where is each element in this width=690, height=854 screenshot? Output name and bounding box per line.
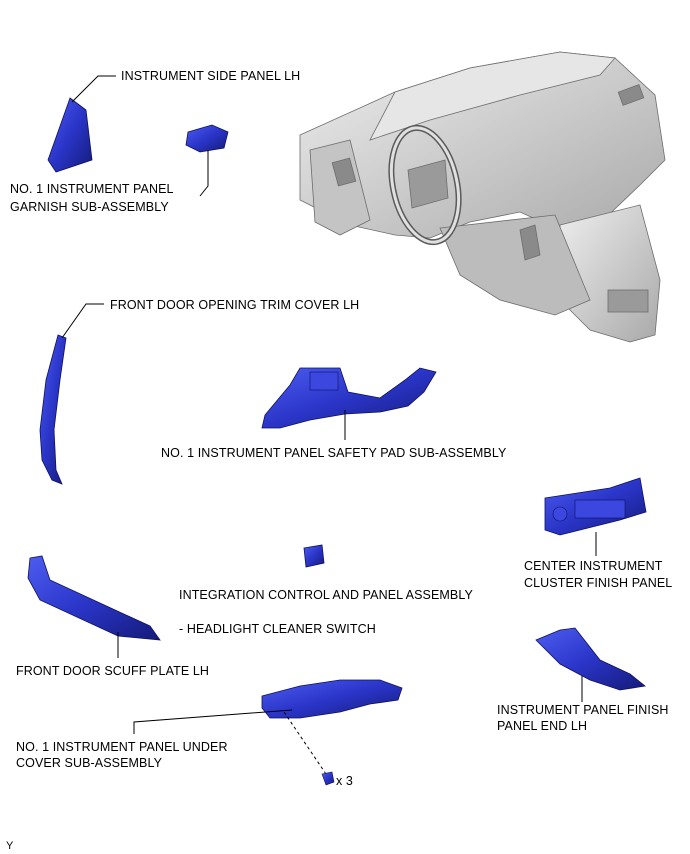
label-safety-pad: NO. 1 INSTRUMENT PANEL SAFETY PAD SUB-AS… bbox=[161, 446, 507, 460]
label-garnish-line2: GARNISH SUB-ASSEMBLY bbox=[10, 200, 169, 214]
label-garnish-line1: NO. 1 INSTRUMENT PANEL bbox=[10, 182, 174, 196]
center-panel-opening bbox=[574, 499, 626, 519]
clip-fastener-icon bbox=[321, 771, 335, 786]
label-center-line2: CLUSTER FINISH PANEL bbox=[524, 576, 673, 590]
label-finish-end-line1: INSTRUMENT PANEL FINISH bbox=[497, 703, 669, 717]
label-under-cover-line2: COVER SUB-ASSEMBLY bbox=[16, 756, 163, 770]
scuff-plate-part bbox=[27, 555, 161, 641]
leader-line-garnish bbox=[199, 150, 209, 197]
under-cover-part bbox=[261, 679, 403, 719]
label-center-line1: CENTER INSTRUMENT bbox=[524, 559, 663, 573]
label-door-opening-trim: FRONT DOOR OPENING TRIM COVER LH bbox=[110, 298, 360, 312]
center-panel-knob bbox=[552, 506, 568, 522]
fastener-dashed-line bbox=[283, 711, 327, 775]
label-instrument-side-panel: INSTRUMENT SIDE PANEL LH bbox=[121, 69, 301, 83]
safety-pad-part bbox=[261, 367, 437, 429]
leader-line-door-trim bbox=[61, 303, 104, 339]
safety-pad-opening bbox=[309, 371, 339, 391]
door-opening-trim-part bbox=[39, 334, 67, 485]
label-finish-end-line2: PANEL END LH bbox=[497, 719, 588, 733]
label-integration-control: INTEGRATION CONTROL AND PANEL ASSEMBLY bbox=[179, 588, 473, 602]
integration-control-part bbox=[303, 544, 325, 568]
label-under-cover-line1: NO. 1 INSTRUMENT PANEL UNDER bbox=[16, 740, 228, 754]
dashboard-assembly bbox=[299, 51, 666, 343]
finish-panel-end-part bbox=[535, 627, 646, 691]
label-quantity: x 3 bbox=[336, 774, 353, 788]
corner-marker: Y bbox=[6, 840, 14, 852]
garnish-part bbox=[185, 124, 229, 153]
leader-line-side-panel bbox=[71, 75, 116, 103]
instrument-side-panel-part bbox=[47, 97, 93, 173]
label-headlight-cleaner: - HEADLIGHT CLEANER SWITCH bbox=[179, 622, 376, 636]
leader-line-under-cover bbox=[133, 709, 293, 734]
label-scuff-plate: FRONT DOOR SCUFF PLATE LH bbox=[16, 664, 210, 678]
